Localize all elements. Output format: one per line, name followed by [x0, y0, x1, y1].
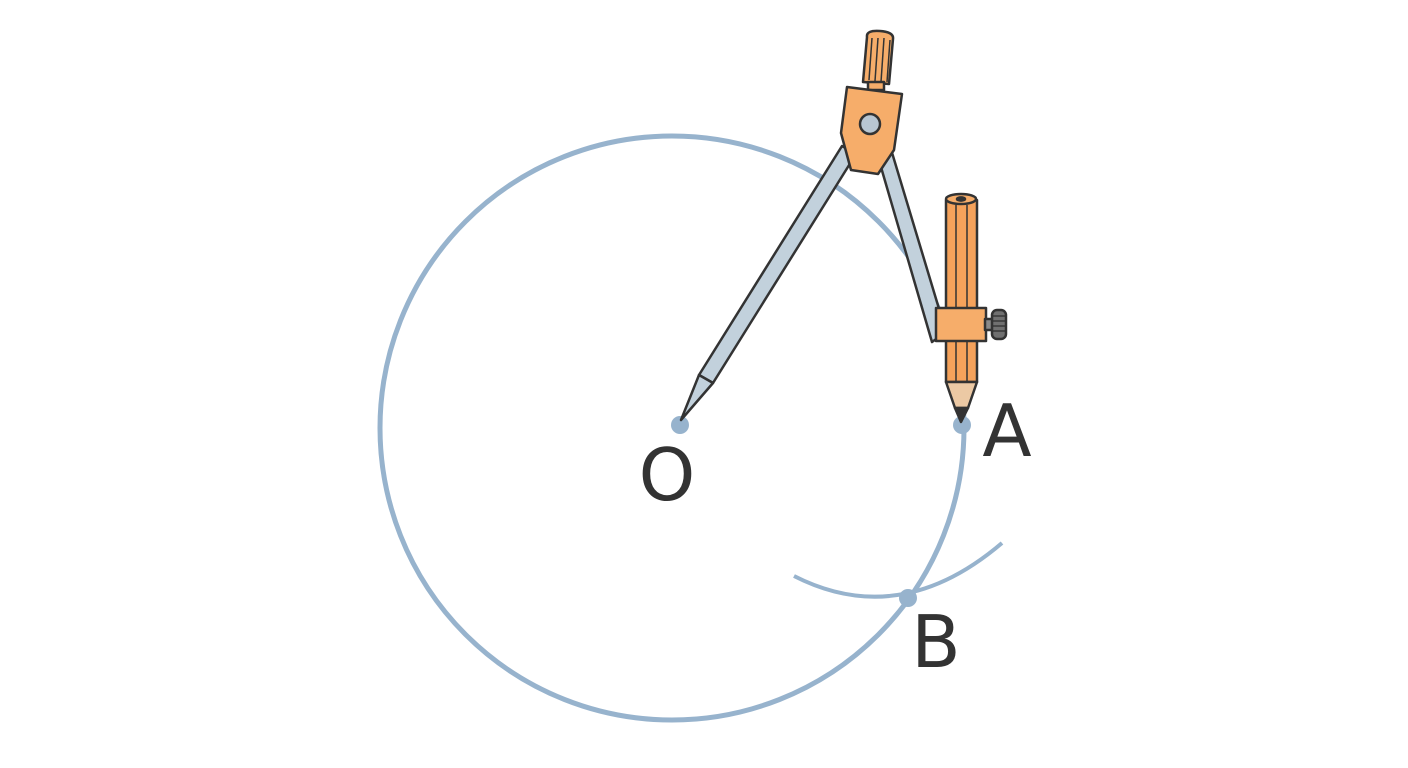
pencil-lead-tip	[953, 406, 970, 424]
compass-needle-tip	[679, 373, 715, 422]
pencil-clamp	[934, 306, 988, 343]
pencil-icon	[934, 192, 1008, 424]
clamp-screw-knob	[990, 308, 1008, 341]
compass-needle-leg	[697, 144, 858, 385]
label-o: O	[639, 433, 696, 517]
point-o-dot	[671, 416, 689, 434]
point-a-dot	[953, 416, 971, 434]
construction-arc	[793, 541, 1004, 599]
point-b-dot	[899, 589, 917, 607]
compass-icon	[679, 29, 948, 422]
pencil-body	[944, 193, 979, 384]
compass-handle	[861, 29, 895, 86]
compass-hinge-pin	[858, 112, 882, 136]
label-a: A	[982, 389, 1031, 473]
label-b: B	[911, 600, 960, 684]
compass-handle-grip	[868, 37, 891, 83]
pencil-top-lead	[955, 196, 967, 202]
clamp-screw-grip	[993, 315, 1005, 332]
pencil-wood-tip	[944, 380, 979, 410]
